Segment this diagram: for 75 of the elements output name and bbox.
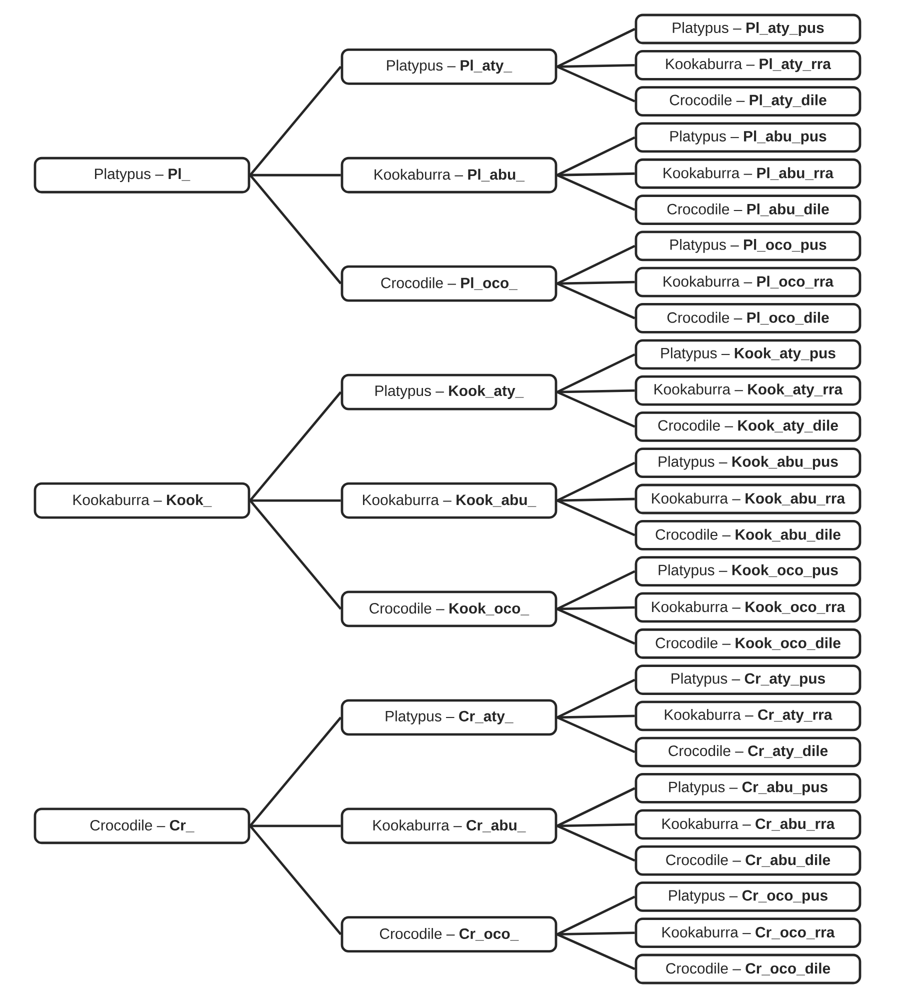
tree-box: Platypus – Pl_oco_pus [634,230,862,262]
connector-line [556,66,636,102]
tree-box: Platypus – Pl_ [34,156,250,194]
tree-box: Crocodile – Cr_aty_dile [634,736,862,768]
connector-line [250,174,341,176]
connector-line [249,716,342,827]
tree-box: Kookaburra – Cr_abu_rra [634,809,862,840]
tree-box: Platypus – Pl_aty_ [340,48,558,85]
connector-line [557,64,635,68]
connector-line [557,932,635,936]
connector-line [556,28,636,68]
tree-box: Crocodile – Cr_abu_dile [634,845,862,876]
tree-box: Kookaburra – Kook_abu_rra [634,484,862,514]
tree-box: Kookaburra – Kook_aty_rra [634,375,862,406]
tree-box: Kookaburra – Pl_oco_rra [634,266,862,298]
tree-box: Platypus – Cr_abu_pus [634,773,862,804]
connector-line [557,172,635,176]
tree-box: Kookaburra – Cr_oco_rra [634,918,862,948]
tree-box: Platypus – Kook_oco_pus [634,556,862,587]
connector-line [556,390,636,428]
connector-line [556,608,636,645]
tree-box: Crocodile – Cr_oco_dile [634,954,862,984]
connector-line [556,678,636,719]
connector-line [556,824,636,862]
tree-box: Crocodile – Pl_oco_dile [634,303,862,334]
tree-box: Kookaburra – Pl_aty_rra [634,50,862,80]
tree-box: Crocodile – Kook_oco_dile [634,628,862,659]
connector-line [556,933,636,970]
connector-line [556,174,636,211]
tree-box: Platypus – Pl_aty_pus [634,14,862,44]
tree-box: Crocodile – Cr_oco_ [340,916,558,953]
tree-box: Platypus – Cr_oco_pus [634,882,862,912]
tree-box: Platypus – Kook_aty_pus [634,339,862,370]
tree-box: Platypus – Cr_aty_ [340,699,558,736]
connector-line [557,714,635,719]
connector-line [557,280,635,285]
connector-line [250,824,341,828]
tree-box: Crocodile – Kook_abu_dile [634,520,862,550]
connector-line [556,570,636,610]
tree-box: Crocodile – Pl_abu_dile [634,194,862,225]
connector-line [249,391,342,502]
tree-box: Crocodile – Kook_oco_ [340,590,558,628]
connector-line [249,500,342,610]
tree-box: Platypus – Kook_aty_ [340,374,558,410]
connector-line [556,499,636,536]
connector-line [556,136,636,176]
tree-box: Kookaburra – Cr_abu_ [340,808,558,844]
connector-line [556,244,636,285]
connector-line [556,716,636,754]
tree-box: Kookaburra – Cr_aty_rra [634,700,862,732]
tree-box: Platypus – Kook_abu_pus [634,448,862,478]
tree-box: Crocodile – Cr_ [34,808,250,844]
tree-box: Kookaburra – Kook_oco_rra [634,592,862,623]
connector-line [557,823,635,828]
connector-line [249,66,342,176]
connector-line [249,174,342,284]
connector-line [556,787,636,827]
connector-line [556,282,636,320]
connector-line [557,606,635,610]
tree-box: Platypus – Pl_abu_pus [634,122,862,153]
connector-line [557,389,635,394]
tree-box: Crocodile – Kook_aty_dile [634,412,862,442]
connector-line [556,896,636,936]
tree-box: Kookaburra – Pl_abu_ [340,156,558,194]
connector-line [556,353,636,394]
connector-line [556,462,636,502]
tree-box: Platypus – Cr_aty_pus [634,664,862,695]
connector-line [250,499,341,502]
tree-box: Kookaburra – Pl_abu_rra [634,158,862,189]
connector-line [557,498,635,502]
tree-box: Crocodile – Pl_aty_dile [634,86,862,117]
connector-line [249,825,342,936]
tree-box: Kookaburra – Kook_ [34,482,250,519]
tree-box: Kookaburra – Kook_abu_ [340,482,558,519]
tree-box: Crocodile – Pl_oco_ [340,265,558,302]
